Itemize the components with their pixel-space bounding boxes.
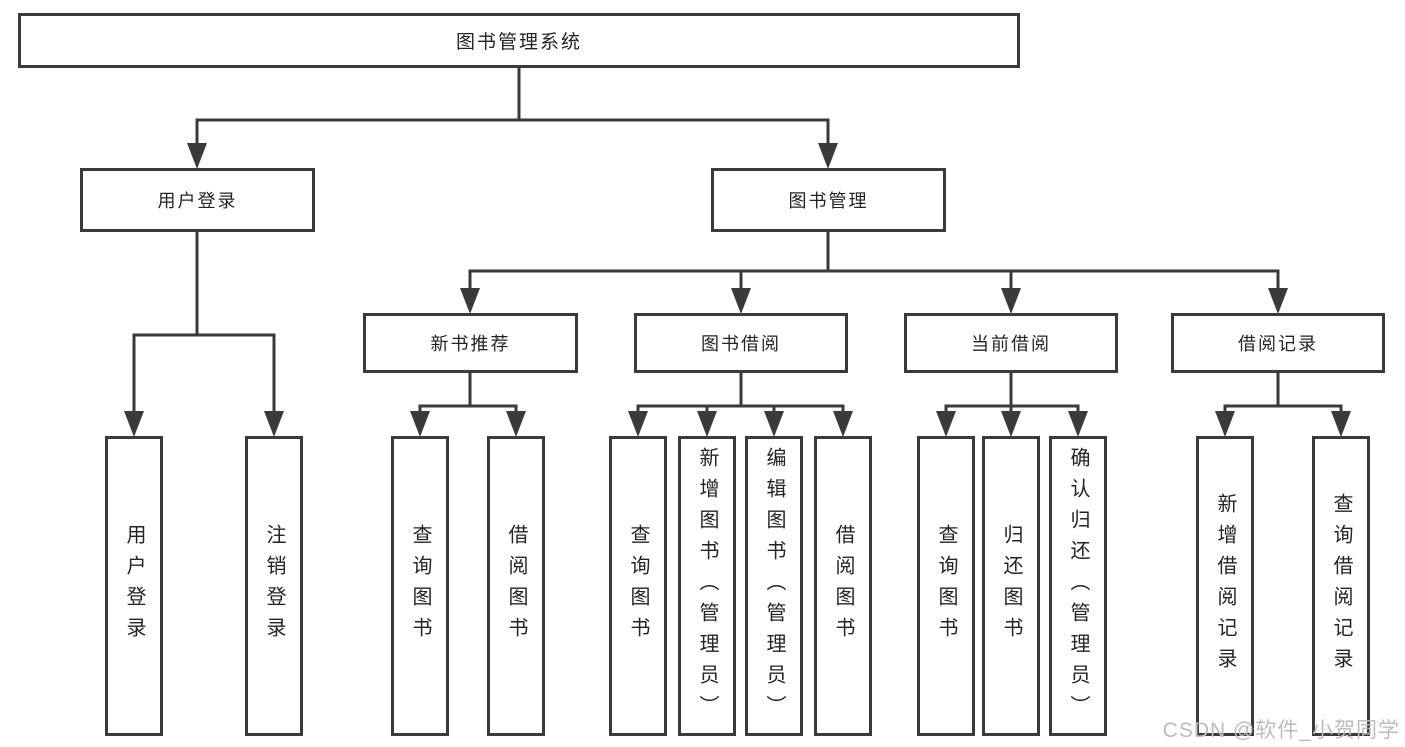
leaf-borrow-books-recommend: 借阅图书 (487, 436, 545, 736)
leaf-query-books-recommend: 查询图书 (391, 436, 449, 736)
node-label: 用户登录 (123, 524, 145, 648)
leaf-query-books-borrowing: 查询图书 (609, 436, 667, 736)
node-label: 图书管理系统 (455, 32, 582, 53)
node-user-login: 用户登录 (80, 168, 315, 232)
node-label: 新书推荐 (430, 334, 511, 354)
leaf-return-books: 归还图书 (982, 436, 1040, 736)
leaf-add-book-admin: 新增图书（管理员） (678, 436, 736, 736)
node-label: 归还图书 (1000, 524, 1022, 648)
leaf-user-login: 用户登录 (105, 436, 163, 736)
leaf-add-borrow-record: 新增借阅记录 (1196, 436, 1254, 736)
leaf-edit-book-admin: 编辑图书（管理员） (745, 436, 803, 736)
node-label: 查询借阅记录 (1330, 493, 1352, 679)
node-label: 当前借阅 (971, 334, 1051, 354)
node-label: 新增图书（管理员） (696, 446, 718, 726)
node-label: 新增借阅记录 (1214, 493, 1236, 679)
node-label: 注销登录 (263, 524, 285, 648)
node-label: 借阅图书 (832, 524, 854, 648)
node-label: 用户登录 (157, 191, 238, 211)
node-borrowing-records: 借阅记录 (1171, 313, 1385, 373)
leaf-logout: 注销登录 (245, 436, 303, 736)
node-current-borrowing: 当前借阅 (904, 313, 1118, 373)
leaf-confirm-return-admin: 确认归还（管理员） (1049, 436, 1107, 736)
leaf-query-books-current: 查询图书 (917, 436, 975, 736)
node-root: 图书管理系统 (18, 13, 1020, 68)
node-label: 查询图书 (627, 524, 649, 648)
watermark: CSDN @软件_小贺同学 (1162, 719, 1400, 742)
node-label: 借阅记录 (1238, 334, 1318, 354)
node-label: 借阅图书 (505, 524, 527, 648)
node-label: 图书管理 (788, 191, 869, 211)
leaf-borrow-books-borrowing: 借阅图书 (814, 436, 872, 736)
node-book-management: 图书管理 (711, 168, 946, 232)
node-label: 查询图书 (935, 524, 957, 648)
connector-arrowheads (124, 143, 1351, 437)
node-label: 查询图书 (409, 524, 431, 648)
node-new-book-recommend: 新书推荐 (363, 313, 578, 373)
node-label: 确认归还（管理员） (1067, 446, 1089, 726)
node-label: 图书借阅 (701, 334, 781, 354)
node-label: 编辑图书（管理员） (763, 446, 785, 726)
leaf-query-borrow-record: 查询借阅记录 (1312, 436, 1370, 736)
node-book-borrowing: 图书借阅 (634, 313, 848, 373)
connector-paths (132, 68, 1343, 413)
